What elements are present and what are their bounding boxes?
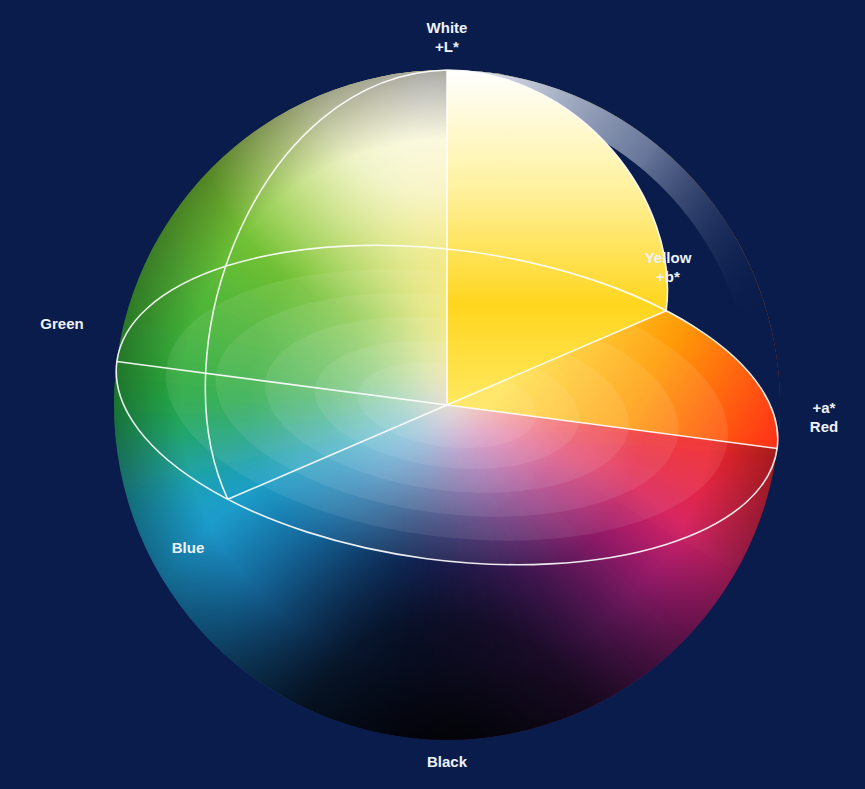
axis-label-yellow: Yellow +b* bbox=[645, 249, 692, 287]
yellow-wall bbox=[447, 70, 668, 405]
axis-label-white: White +L* bbox=[427, 19, 468, 57]
axis-label-blue: Blue bbox=[172, 539, 205, 558]
axis-label-black: Black bbox=[427, 753, 467, 772]
meridian-line bbox=[205, 70, 667, 499]
grid-lines bbox=[97, 70, 798, 602]
axis-label-green: Green bbox=[40, 315, 83, 334]
l-axis-line bbox=[446, 70, 448, 405]
axis-label-red: +a* Red bbox=[810, 399, 838, 437]
